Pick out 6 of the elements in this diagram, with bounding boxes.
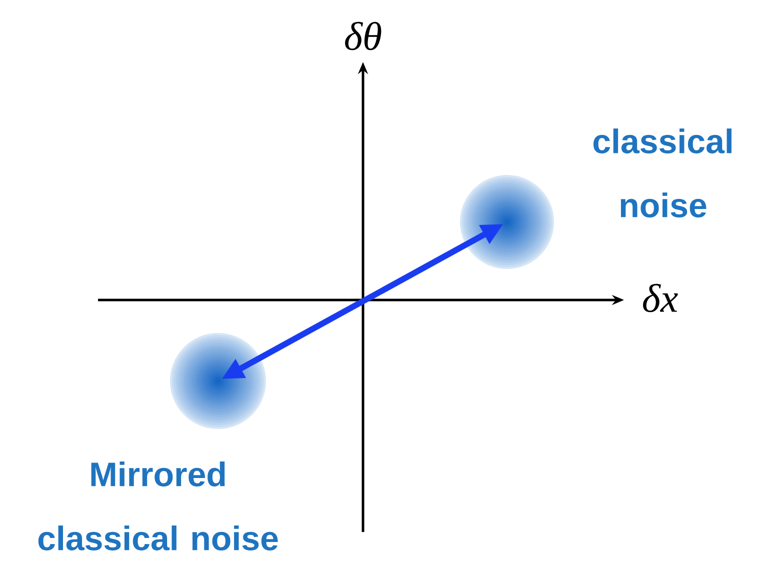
noise-label: Mirrored classical noise bbox=[38, 462, 278, 550]
axis-label: δθ bbox=[345, 22, 382, 50]
axis-label: δx bbox=[643, 284, 678, 312]
noise-blob bbox=[460, 175, 554, 269]
noise-label: classical noise bbox=[593, 128, 732, 218]
noise-blob bbox=[170, 332, 266, 429]
